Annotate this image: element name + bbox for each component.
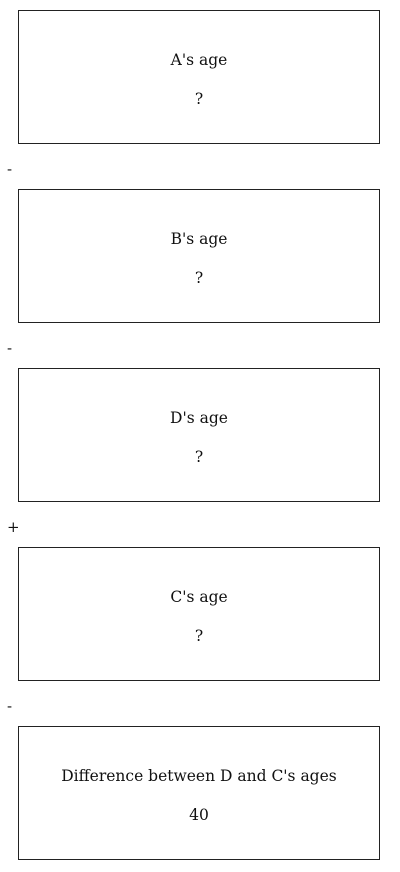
- operator-minus-1: -: [7, 160, 13, 178]
- box-d-age: D's age ?: [18, 368, 380, 502]
- operator-minus-2: -: [7, 339, 13, 357]
- box-difference-value: 40: [189, 806, 209, 824]
- box-difference-dc: Difference between D and C's ages 40: [18, 726, 380, 860]
- box-d-label: D's age: [170, 409, 228, 427]
- box-b-value: ?: [194, 269, 204, 287]
- box-a-value: ?: [194, 90, 204, 108]
- operator-minus-3: -: [7, 697, 13, 715]
- box-c-label: C's age: [170, 588, 228, 606]
- box-b-label: B's age: [170, 230, 228, 248]
- box-difference-label: Difference between D and C's ages: [61, 767, 337, 785]
- box-c-value: ?: [194, 627, 204, 645]
- box-d-value: ?: [194, 448, 204, 466]
- box-c-age: C's age ?: [18, 547, 380, 681]
- box-a-age: A's age ?: [18, 10, 380, 144]
- operator-plus: +: [7, 518, 20, 536]
- box-a-label: A's age: [170, 51, 228, 69]
- box-b-age: B's age ?: [18, 189, 380, 323]
